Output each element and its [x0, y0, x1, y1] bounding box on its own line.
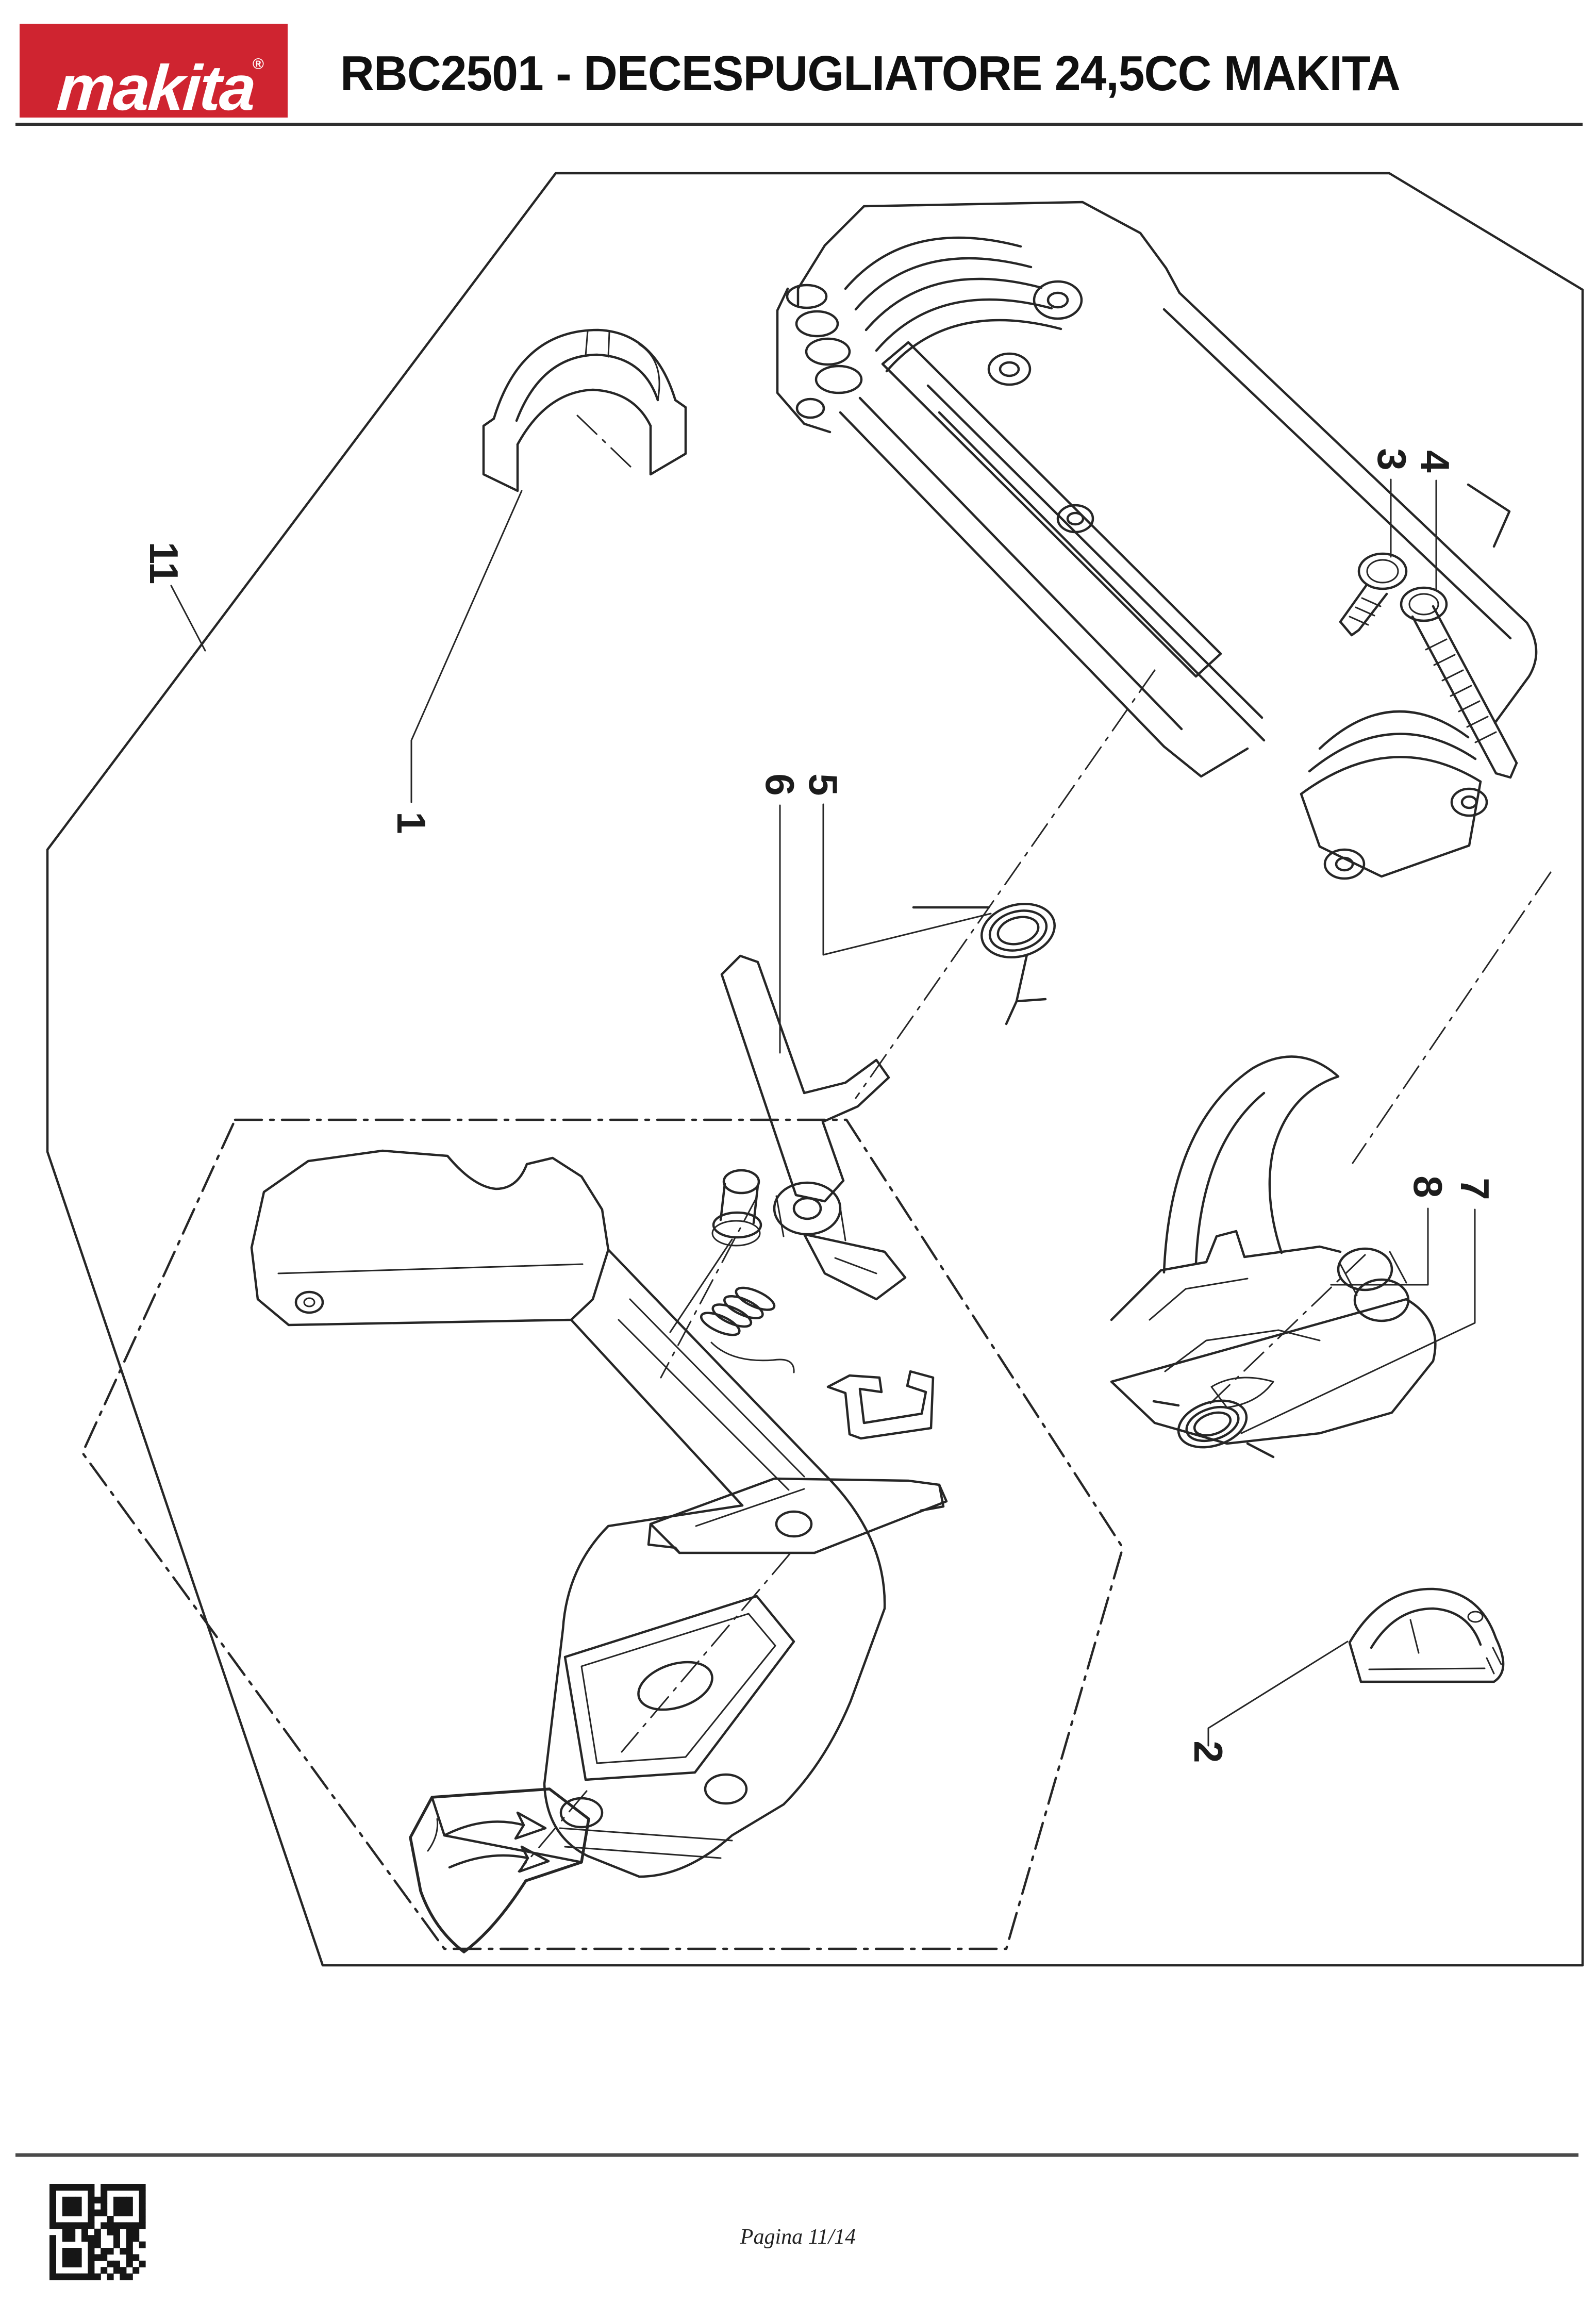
axis-line	[576, 415, 632, 468]
part-clip	[826, 1370, 935, 1440]
label-7: 7	[1452, 1178, 1498, 1200]
label-6: 6	[757, 773, 803, 796]
label-3: 3	[1369, 448, 1415, 470]
axis-line	[660, 1196, 758, 1379]
part-grip-housing-7-8	[1110, 1055, 1437, 1445]
axis-line	[1209, 1254, 1366, 1404]
axis-line	[855, 669, 1156, 1099]
part-trigger-6	[720, 954, 907, 1301]
part-lock-lever	[409, 1787, 590, 1953]
label-11: 11	[141, 542, 187, 584]
axis-line	[621, 1553, 791, 1753]
part-bracket-plate	[647, 1477, 948, 1554]
qr-code	[49, 2184, 146, 2280]
dashed-boundary-hexagon	[81, 1118, 1124, 1950]
part-upper-housing	[776, 201, 1538, 880]
part-screw-4	[1400, 586, 1518, 779]
part-spring-5	[912, 902, 1056, 1025]
axis-line	[1352, 871, 1552, 1164]
solid-boundary-polygon	[46, 172, 1584, 1967]
label-4: 4	[1412, 450, 1458, 472]
page-title: RBC2501 - DECESPUGLIATORE 24,5CC MAKITA	[340, 46, 1401, 101]
registered-trademark-icon: ®	[252, 56, 264, 73]
part-cap-2	[1348, 1587, 1505, 1683]
page-number: Pagina 11/14	[740, 2225, 856, 2249]
label-1: 1	[389, 811, 434, 834]
leader-1	[410, 490, 523, 803]
diagram-outline	[46, 172, 1584, 1967]
part-clamp-1	[482, 328, 687, 492]
makita-logo: makita ®	[20, 24, 288, 124]
part-screw-3	[1339, 552, 1408, 637]
label-2: 2	[1186, 1741, 1231, 1763]
part-adjuster	[669, 1169, 795, 1373]
leader-7	[1240, 1208, 1476, 1434]
part-labels: 11 1 6 5 3 4 8 7 2	[141, 448, 1498, 1763]
leader-lines	[170, 478, 1476, 1747]
label-5: 5	[801, 773, 846, 796]
label-8: 8	[1405, 1175, 1451, 1198]
leader-11	[170, 585, 206, 652]
header-divider	[15, 123, 1583, 126]
axis-line	[518, 1790, 588, 1873]
part-lower-housing	[250, 1149, 886, 1878]
leader-2	[1207, 1641, 1349, 1747]
part-spring-7	[1152, 1399, 1275, 1459]
axis-lines	[518, 415, 1552, 1873]
leader-5	[822, 803, 992, 956]
